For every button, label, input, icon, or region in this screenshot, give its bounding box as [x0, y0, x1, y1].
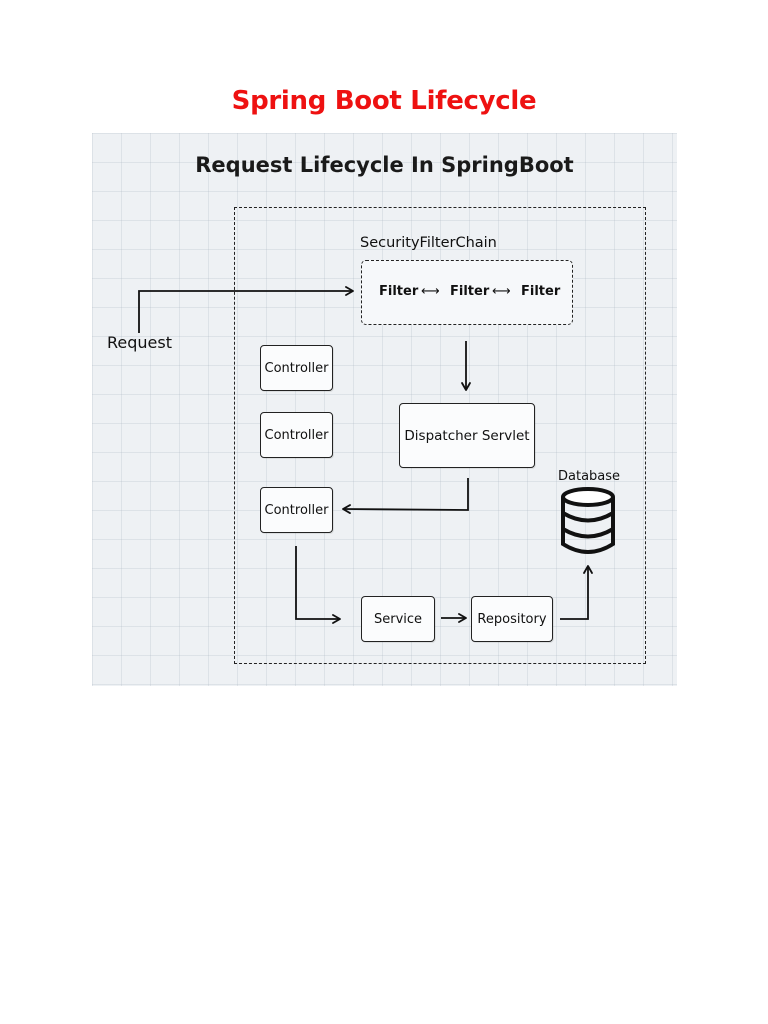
- filter-separator-1: ⟷: [421, 284, 440, 299]
- controller-box-2: Controller: [260, 412, 333, 458]
- controller-box-3: Controller: [260, 487, 333, 533]
- repository-label: Repository: [477, 611, 547, 627]
- database-icon: [561, 487, 615, 554]
- controller-to-service-arrow: [295, 546, 341, 624]
- database-label: Database: [558, 469, 621, 484]
- security-filter-chain-box: [361, 260, 573, 325]
- repository-to-database-arrow: [560, 565, 593, 620]
- service-label: Service: [373, 611, 423, 627]
- filter-3: Filter: [521, 284, 561, 299]
- filter-2: Filter: [450, 284, 490, 299]
- page-title: Spring Boot Lifecycle: [231, 86, 537, 116]
- controller-label-1: Controller: [264, 360, 329, 376]
- repository-box: Repository: [471, 596, 553, 642]
- dispatcher-servlet-box: Dispatcher Servlet: [399, 403, 535, 468]
- dispatcher-to-controller-arrow: [342, 478, 469, 514]
- service-box: Service: [361, 596, 435, 642]
- controller-label-2: Controller: [264, 427, 329, 443]
- diagram-title: Request Lifecycle In SpringBoot: [195, 153, 574, 177]
- dispatcher-servlet-label: Dispatcher Servlet: [404, 427, 530, 444]
- controller-label-3: Controller: [264, 502, 329, 518]
- security-filter-chain-label: SecurityFilterChain: [360, 235, 497, 251]
- controller-box-1: Controller: [260, 345, 333, 391]
- request-to-filter-chain-arrow: [138, 286, 354, 333]
- diagram-panel: [92, 133, 677, 686]
- filter-1: Filter: [379, 284, 419, 299]
- application-boundary: [234, 207, 646, 664]
- request-label: Request: [107, 333, 172, 352]
- filter-separator-2: ⟷: [492, 284, 511, 299]
